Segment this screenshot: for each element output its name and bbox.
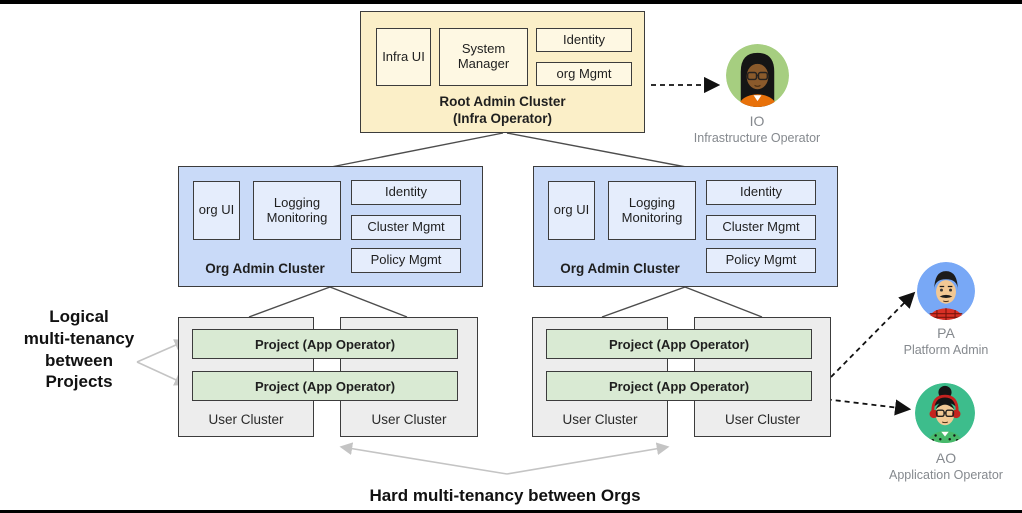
- component-identity: Identity: [351, 180, 461, 205]
- pa-avatar-icon: [917, 262, 975, 320]
- io-role: Infrastructure Operator: [693, 131, 821, 146]
- annotation-line: Projects: [45, 372, 113, 392]
- project-bar: Project (App Operator): [546, 329, 812, 359]
- org-cluster-title: Org Admin Cluster: [560, 261, 680, 276]
- top-border-bar: [0, 0, 1022, 4]
- component-org-mgmt: org Mgmt: [536, 62, 632, 86]
- pa-abbr: PA: [937, 325, 955, 341]
- project-bar: Project (App Operator): [546, 371, 812, 401]
- component-policy-mgmt: Policy Mgmt: [706, 248, 816, 273]
- arrow-to-project-2: [136, 361, 188, 386]
- ao-label: AO Application Operator: [856, 449, 1022, 483]
- component-org-ui: org UI: [548, 181, 595, 240]
- ao-abbr: AO: [935, 450, 957, 466]
- component-logging-monitoring: Logging Monitoring: [253, 181, 341, 240]
- component-identity: Identity: [536, 28, 632, 52]
- annotation-line: multi-tenancy: [23, 328, 135, 348]
- annotation-line: Logical: [49, 307, 109, 326]
- root-cluster-title-line1: Root Admin Cluster: [439, 94, 566, 109]
- pa-label: PA Platform Admin: [856, 324, 1022, 358]
- project-bar: Project (App Operator): [192, 329, 458, 359]
- root-cluster-title-line2: (Infra Operator): [452, 110, 552, 126]
- tree-connectors: [248, 132, 763, 318]
- ao-role: Application Operator: [889, 468, 1003, 483]
- root-admin-cluster: Infra UI System Manager Identity org Mgm…: [360, 11, 645, 133]
- bottom-border-bar: [0, 510, 1022, 513]
- arrow-cluster-to-pa: [830, 291, 916, 378]
- component-system-manager: System Manager: [439, 28, 528, 86]
- user-cluster-label: User Cluster: [724, 412, 800, 427]
- arrow-to-project-1: [136, 339, 188, 363]
- org-admin-cluster-right: org UI Logging Monitoring Identity Clust…: [533, 166, 838, 287]
- annotation-arrows: [136, 339, 670, 475]
- component-identity: Identity: [706, 180, 816, 205]
- pa-role: Platform Admin: [903, 343, 989, 358]
- ao-avatar-icon: [915, 383, 975, 443]
- org-cluster-title: Org Admin Cluster: [205, 261, 325, 276]
- root-cluster-title: Root Admin Cluster (Infra Operator): [361, 94, 644, 128]
- io-abbr: IO: [749, 113, 765, 129]
- component-policy-mgmt: Policy Mgmt: [351, 248, 461, 273]
- user-cluster-label: User Cluster: [562, 412, 638, 427]
- logical-multi-tenancy-annotation: Logical multi-tenancy between Projects: [3, 306, 155, 393]
- io-avatar-icon: [726, 44, 789, 107]
- project-bar: Project (App Operator): [192, 371, 458, 401]
- hard-multi-tenancy-annotation: Hard multi-tenancy between Orgs: [369, 486, 641, 505]
- org-admin-cluster-left: org UI Logging Monitoring Identity Clust…: [178, 166, 483, 287]
- component-infra-ui: Infra UI: [376, 28, 431, 86]
- io-label: IO Infrastructure Operator: [667, 112, 847, 146]
- component-logging-monitoring: Logging Monitoring: [608, 181, 696, 240]
- arrow-hard-tenancy-right: [506, 442, 670, 475]
- user-cluster-label: User Cluster: [371, 412, 447, 427]
- arrow-hard-tenancy-left: [339, 442, 508, 475]
- component-cluster-mgmt: Cluster Mgmt: [706, 215, 816, 240]
- component-cluster-mgmt: Cluster Mgmt: [351, 215, 461, 240]
- user-cluster-label: User Cluster: [208, 412, 284, 427]
- component-org-ui: org UI: [193, 181, 240, 240]
- annotation-line: between: [44, 350, 114, 370]
